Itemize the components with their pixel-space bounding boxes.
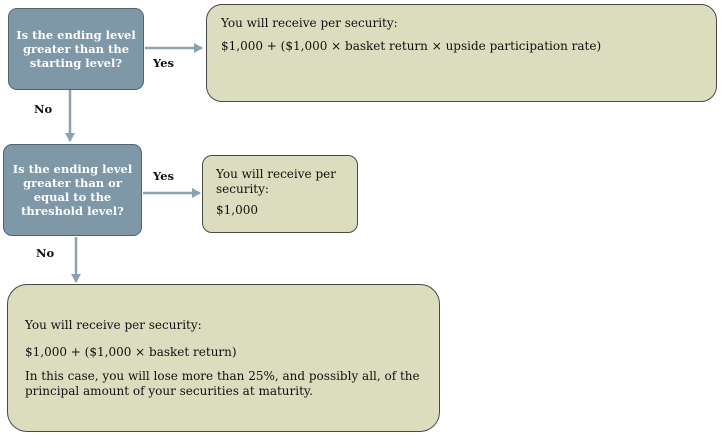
label-yes-1: Yes	[153, 56, 175, 70]
outcome-loss-heading: You will receive per security:	[25, 318, 202, 332]
decision-threshold-level: Is the ending level greater than or equa…	[3, 144, 142, 236]
outcome-loss-formula: $1,000 + ($1,000 × basket return)	[25, 345, 237, 359]
outcome-par-formula: $1,000	[216, 203, 258, 217]
label-no-2: No	[36, 246, 55, 260]
outcome-upside-formula: $1,000 + ($1,000 × basket return × upsid…	[221, 39, 602, 53]
label-yes-2: Yes	[153, 169, 175, 183]
outcome-loss-note: In this case, you will lose more than 25…	[25, 369, 420, 398]
decision-starting-level: Is the ending level greater than the sta…	[8, 8, 144, 90]
outcome-par: You will receive per security: $1,000	[202, 155, 358, 233]
outcome-upside: You will receive per security: $1,000 + …	[206, 4, 717, 102]
decision-starting-level-text: Is the ending level greater than the sta…	[16, 28, 136, 70]
decision-threshold-level-text: Is the ending level greater than or equa…	[12, 162, 133, 218]
label-no-1: No	[34, 102, 53, 116]
outcome-par-heading: You will receive per security:	[216, 167, 336, 196]
outcome-loss: You will receive per security: $1,000 + …	[7, 284, 440, 432]
outcome-upside-heading: You will receive per security:	[221, 16, 398, 30]
